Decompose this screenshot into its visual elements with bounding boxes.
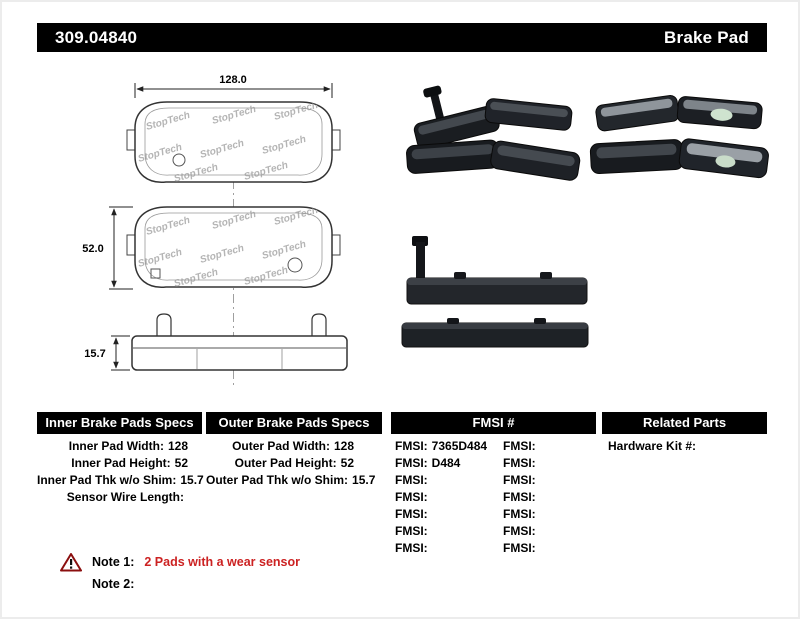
photo-pad-set-left bbox=[406, 85, 581, 181]
warning-icon bbox=[60, 553, 82, 572]
dim-width bbox=[134, 83, 333, 98]
technical-drawing: StopTech StopTech StopTech StopTech Stop… bbox=[82, 74, 348, 386]
outer-specs-table: Outer Brake Pads Specs Outer Pad Width:1… bbox=[206, 412, 382, 489]
photo-pad-profile-top bbox=[406, 236, 588, 305]
related-parts-table: Related Parts Hardware Kit #: bbox=[602, 412, 767, 455]
photo-pad-set-right bbox=[589, 94, 769, 179]
part-number: 309.04840 bbox=[55, 27, 138, 47]
inner-specs-table: Inner Brake Pads Specs Inner Pad Width:1… bbox=[37, 412, 204, 506]
fmsi-row: FMSI: FMSI: bbox=[395, 490, 536, 504]
fmsi-row: FMSI: FMSI: bbox=[395, 473, 536, 487]
note-2: Note 2: bbox=[60, 573, 300, 595]
note1-label: Note 1: bbox=[92, 555, 135, 569]
fmsi-row: FMSI: FMSI: bbox=[395, 524, 536, 538]
spec-row: Sensor Wire Length: bbox=[66, 490, 184, 504]
spec-row: Inner Pad Height:52 bbox=[71, 456, 188, 470]
notes-section: Note 1: 2 Pads with a wear sensor Note 2… bbox=[60, 551, 300, 595]
spec-row: Outer Pad Thk w/o Shim:15.7 bbox=[206, 473, 376, 487]
note1-text: 2 Pads with a wear sensor bbox=[144, 555, 300, 569]
spec-row: Hardware Kit #: bbox=[608, 439, 697, 453]
fmsi-row: FMSI: FMSI: bbox=[395, 507, 536, 521]
spec-tables: Inner Brake Pads Specs Inner Pad Width:1… bbox=[37, 412, 767, 555]
product-photos bbox=[401, 85, 769, 348]
photo-pad-profile-bottom bbox=[401, 318, 589, 348]
inner-specs-title: Inner Brake Pads Specs bbox=[37, 412, 202, 434]
pad-front-view-1 bbox=[126, 101, 341, 184]
spec-row: Inner Pad Thk w/o Shim:15.7 bbox=[37, 473, 204, 487]
spec-row: Inner Pad Width:128 bbox=[68, 439, 188, 453]
product-title: Brake Pad bbox=[664, 27, 749, 47]
note-1: Note 1: 2 Pads with a wear sensor bbox=[60, 551, 300, 573]
dim-height bbox=[109, 206, 133, 290]
height-dim-label: 52.0 bbox=[82, 243, 103, 255]
thickness-dim-label: 15.7 bbox=[84, 348, 105, 360]
pad-side-view bbox=[131, 313, 348, 371]
width-dim-label: 128.0 bbox=[219, 74, 247, 86]
header-bar: 309.04840 Brake Pad bbox=[37, 23, 767, 52]
spec-row: Outer Pad Height:52 bbox=[234, 456, 354, 470]
fmsi-row: FMSI:7365D484 FMSI: bbox=[395, 439, 536, 453]
spec-row: Outer Pad Width:128 bbox=[232, 439, 354, 453]
fmsi-row: FMSI:D484 FMSI: bbox=[395, 456, 536, 470]
related-parts-title: Related Parts bbox=[602, 412, 767, 434]
dim-thickness bbox=[111, 335, 130, 371]
pad-front-view-2 bbox=[126, 206, 341, 289]
fmsi-row: FMSI: FMSI: bbox=[395, 541, 536, 555]
note2-label: Note 2: bbox=[92, 577, 135, 591]
fmsi-table: FMSI # FMSI:7365D484 FMSI: FMSI:D484 FMS… bbox=[391, 412, 596, 557]
outer-specs-title: Outer Brake Pads Specs bbox=[206, 412, 382, 434]
fmsi-title: FMSI # bbox=[391, 412, 596, 434]
